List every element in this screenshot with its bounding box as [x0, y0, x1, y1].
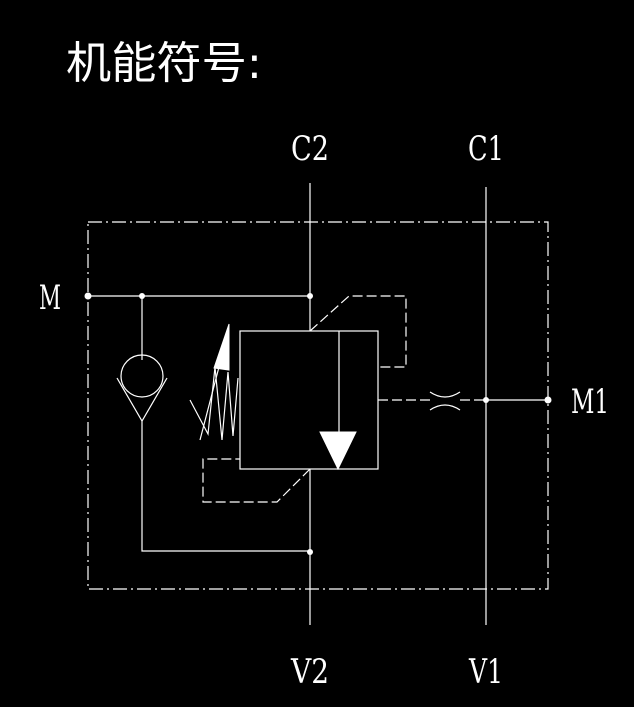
port-label-m: M — [39, 278, 61, 318]
adjustment-arrow-icon — [213, 323, 230, 371]
orifice-icon-top — [429, 391, 461, 398]
pilot-line-bottom — [202, 458, 311, 503]
valve-flow-arrow-icon — [319, 431, 357, 471]
junction-dot-check-valve — [139, 293, 145, 299]
pilot-line-top — [309, 295, 407, 368]
junction-dot-c2 — [307, 293, 313, 299]
port-label-c2: C2 — [291, 129, 329, 169]
counterbalance-valve-body — [239, 330, 379, 470]
port-label-c1: C1 — [468, 129, 504, 169]
junction-dot-c1 — [483, 397, 489, 403]
junction-dot-v2 — [307, 549, 313, 555]
check-valve-ball — [120, 354, 164, 398]
port-label-m1: M1 — [571, 382, 609, 422]
check-valve-seat — [116, 377, 168, 423]
port-label-v1: V1 — [468, 652, 503, 692]
orifice-icon-bottom — [429, 404, 461, 411]
port-label-v2: V2 — [290, 652, 329, 692]
line-check-valve-bottom — [141, 421, 310, 552]
diagram-title: 机能符号: — [66, 38, 262, 89]
valve-enclosure-boundary — [87, 221, 549, 590]
spring-icon — [189, 366, 239, 441]
junction-dot-m — [84, 292, 92, 300]
junction-dot-m1 — [544, 396, 552, 404]
